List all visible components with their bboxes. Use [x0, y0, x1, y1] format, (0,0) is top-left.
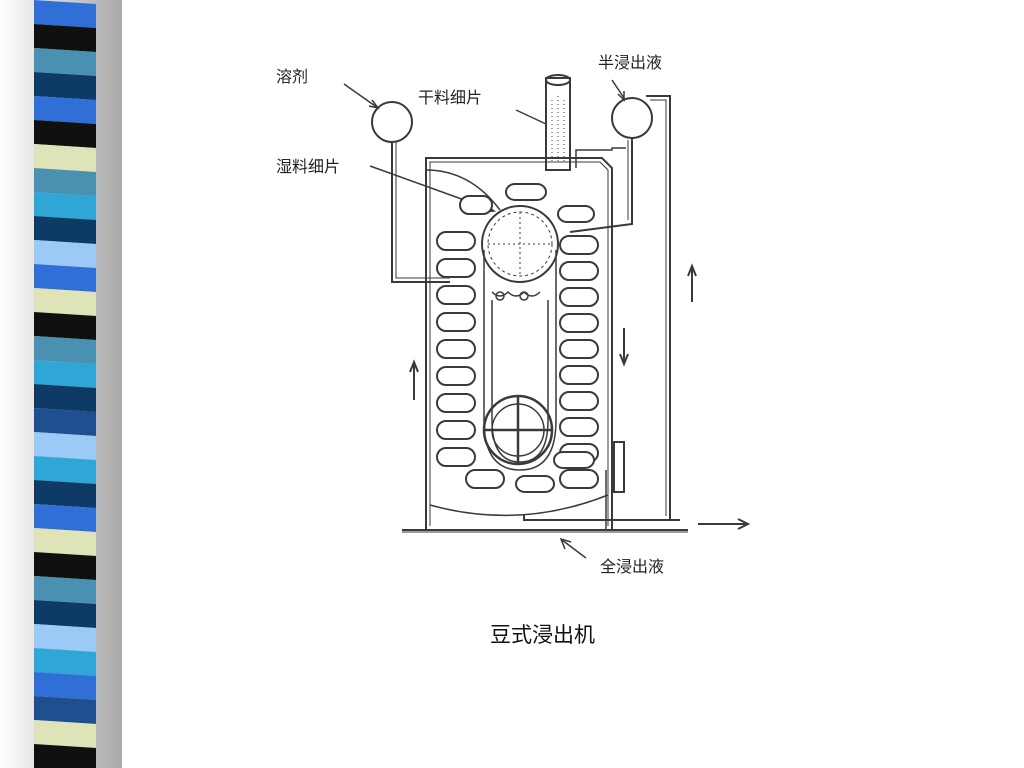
basket-pod	[436, 258, 476, 278]
basket-pod	[559, 235, 599, 255]
stripe-band	[34, 216, 96, 244]
chain-loop-inner	[491, 300, 549, 463]
stripe-band	[34, 456, 96, 484]
basket-pod	[436, 231, 476, 251]
stripe-band	[34, 432, 96, 460]
leader-full-miscella-head	[559, 537, 572, 550]
basket-pod	[559, 313, 599, 333]
housing-inner-outline	[429, 161, 609, 526]
leader-solvent	[343, 83, 379, 109]
flow-arrow-up-right	[687, 263, 697, 302]
stripe-band	[34, 24, 96, 52]
basket-pod	[465, 469, 505, 489]
stripe-band	[34, 552, 96, 580]
discharge-pipe	[523, 514, 678, 521]
stripe-band	[34, 240, 96, 268]
stripe-band	[34, 264, 96, 292]
return-pipe	[646, 95, 680, 521]
outlet-arrow-head	[737, 518, 751, 530]
solvent-pipe	[391, 142, 450, 283]
basket-pod	[436, 420, 476, 440]
stripe-band	[34, 192, 96, 220]
basket-pod	[436, 393, 476, 413]
basket-pod	[559, 339, 599, 359]
stripe-band	[34, 96, 96, 124]
basket-pod	[559, 391, 599, 411]
basket-pod	[557, 205, 595, 223]
basket-pod	[436, 447, 476, 467]
basket-pod	[436, 285, 476, 305]
basket-pod	[559, 417, 599, 437]
discharge-screw	[491, 290, 541, 297]
hopper-side-pipe	[575, 147, 626, 168]
stripe-band	[34, 144, 96, 172]
label-half-miscella: 半浸出液	[598, 53, 662, 72]
leader-dry-flakes	[515, 109, 547, 125]
upper-curve	[425, 169, 501, 211]
sight-glass	[613, 441, 625, 493]
leader-half-miscella	[611, 79, 625, 99]
screw-roller-1	[495, 291, 505, 301]
stripe-band	[34, 408, 96, 436]
return-pipe-inner	[650, 99, 667, 516]
stripe-band	[34, 288, 96, 316]
stripe-band	[34, 360, 96, 388]
slide-caption: 豆式浸出机	[490, 623, 595, 647]
stripe-band	[34, 0, 96, 28]
stripe-band	[34, 528, 96, 556]
stripe-band	[34, 720, 96, 748]
stripe-band	[34, 576, 96, 604]
basket-pod	[459, 195, 493, 215]
decorative-stripe-border	[0, 0, 122, 768]
half-miscella-pipe-in	[569, 138, 633, 233]
flow-arrow-up-left	[409, 359, 419, 400]
stripe-band	[34, 672, 96, 700]
basket-pod	[436, 339, 476, 359]
leader-half-miscella-head	[617, 91, 625, 102]
stripe-band	[34, 384, 96, 412]
basket-pod	[559, 261, 599, 281]
basket-pod	[436, 366, 476, 386]
upper-sprocket	[481, 205, 559, 283]
stripe-band	[34, 168, 96, 196]
label-wet-flakes: 湿料细片	[276, 157, 340, 176]
label-solvent: 溶剂	[276, 67, 308, 86]
stripe-band	[34, 624, 96, 652]
stripe-band	[34, 312, 96, 340]
stripe-band	[34, 72, 96, 100]
feed-hopper-fill	[551, 96, 565, 164]
stripe-band	[34, 504, 96, 532]
label-dry-flakes: 干料细片	[418, 88, 482, 107]
basket-pod	[559, 365, 599, 385]
stripe-band	[34, 120, 96, 148]
basket-pod	[505, 183, 547, 201]
stripe-band	[34, 744, 96, 768]
half-miscella-tank	[611, 97, 653, 139]
stripe-band	[34, 336, 96, 364]
flow-arrow-down-center	[619, 328, 629, 367]
stripe-band	[34, 480, 96, 508]
stripe-bands	[34, 0, 96, 768]
leader-full-miscella	[561, 539, 587, 559]
leader-solvent-head	[368, 99, 380, 110]
stripe-band	[34, 648, 96, 676]
stripe-band	[34, 600, 96, 628]
screw-roller-2	[519, 291, 529, 301]
label-full-miscella: 全浸出液	[600, 557, 664, 576]
basket-pod	[515, 475, 555, 493]
bottom-curve	[429, 494, 609, 517]
basket-pod	[553, 451, 595, 469]
basket-pod	[559, 287, 599, 307]
basket-pod	[436, 312, 476, 332]
solvent-pipe-inner	[395, 142, 450, 279]
stripe-band	[34, 696, 96, 724]
basket-pods	[436, 183, 599, 493]
stripe-band	[34, 48, 96, 76]
basket-pod	[559, 469, 599, 489]
feed-hopper-top	[545, 74, 571, 86]
